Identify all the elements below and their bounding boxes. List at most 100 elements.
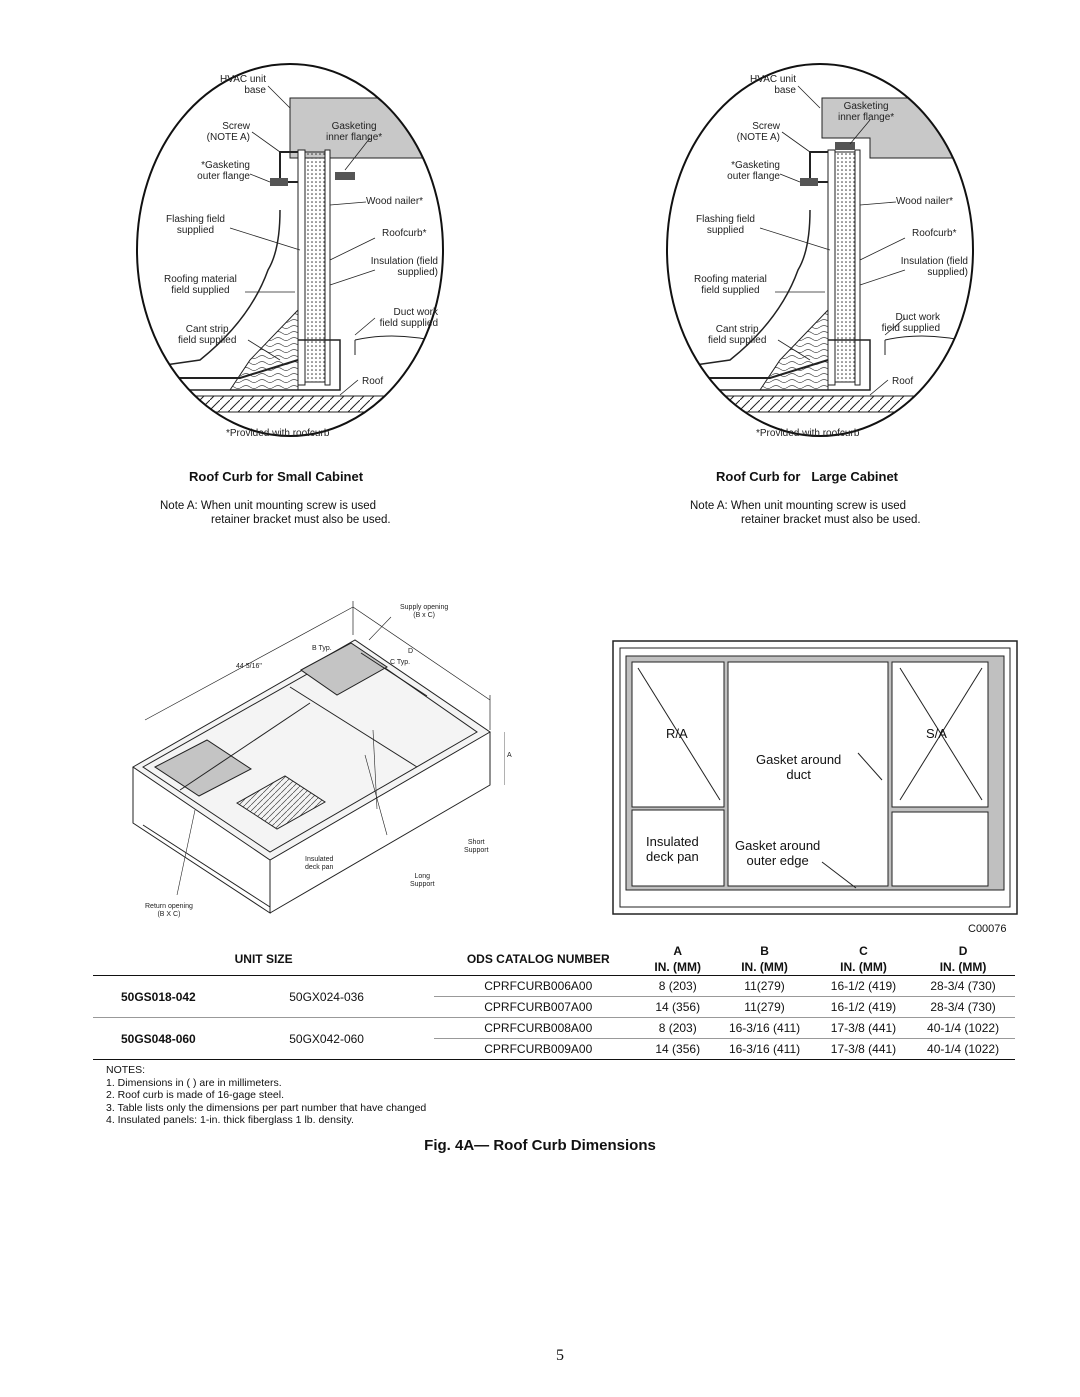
notes-heading: NOTES:: [106, 1064, 146, 1076]
header-a-units: IN. (MM): [642, 959, 714, 976]
detail-small-note-2: retainer bracket must also be used.: [211, 514, 391, 526]
header-d-units: IN. (MM): [911, 959, 1015, 976]
label-screw: Screw (NOTE A): [736, 121, 780, 143]
c-cell: 16-1/2 (419): [815, 996, 912, 1018]
catalog-cell: CPRFCURB009A00: [434, 1038, 643, 1060]
note-item: 3. Table lists only the dimensions per p…: [106, 1101, 427, 1114]
b-cell: 11(279): [713, 996, 816, 1018]
label-roofcurb: Roofcurb*: [382, 228, 427, 239]
table-row: 50GS048-060 50GX042-060 CPRFCURB008A00 8…: [93, 1017, 1015, 1060]
table-row: 50GS018-042 50GX024-036 CPRFCURB006A00 8…: [93, 975, 1015, 1018]
label-hvac-base: HVAC unit base: [750, 74, 796, 96]
label-gasketing-outer: *Gasketing outer flange: [197, 160, 250, 182]
iso-label-d: D: [408, 648, 414, 655]
plan-label-insulated-deck: Insulated deck pan: [646, 834, 699, 864]
a-cell: 14 (356): [642, 1038, 714, 1060]
d-cell: 40-1/4 (1022): [911, 1038, 1015, 1060]
iso-label-long-support: Long Support: [410, 873, 435, 888]
iso-label-return-opening: Return opening (B X C): [145, 903, 193, 918]
iso-label-insulated-deck: Insulated deck pan: [305, 856, 334, 871]
figure-code: C00076: [968, 923, 1007, 935]
label-flashing: Flashing field supplied: [696, 214, 755, 236]
c-cell: 17-3/8 (441): [815, 1017, 912, 1039]
roof-curb-dimensions-table: UNIT SIZE ODS CATALOG NUMBER A B C D IN.…: [93, 943, 1015, 1060]
unit-size-cell: 50GS048-060: [93, 1017, 286, 1060]
label-cant-strip: Cant strip field supplied: [708, 324, 767, 346]
a-cell: 8 (203): [642, 1017, 714, 1039]
note-item: 4. Insulated panels: 1-in. thick fibergl…: [106, 1114, 354, 1126]
label-roof: Roof: [892, 376, 914, 387]
detail-large-drawing: [666, 63, 974, 437]
header-d: D: [958, 944, 968, 958]
plan-label-sa: S/A: [926, 726, 947, 741]
table-header-row: UNIT SIZE ODS CATALOG NUMBER A B C D: [93, 943, 1015, 976]
b-cell: 16-3/16 (411): [713, 1017, 816, 1039]
c-cell: 16-1/2 (419): [815, 975, 912, 997]
catalog-cell: CPRFCURB008A00: [434, 1017, 643, 1039]
header-unit-size: UNIT SIZE: [93, 943, 435, 976]
iso-label-b-typ: B Typ.: [312, 645, 332, 652]
figure-caption: Fig. 4A— Roof Curb Dimensions: [424, 1137, 656, 1154]
unit-size-cell: 50GS018-042: [93, 975, 286, 1018]
detail-small-drawing: [136, 63, 444, 437]
a-cell: 14 (356): [642, 996, 714, 1018]
header-c: C: [859, 944, 868, 958]
label-insulation: Insulation (field supplied): [900, 256, 968, 278]
label-roofcurb: Roofcurb*: [912, 228, 957, 239]
note-item: 1. Dimensions in ( ) are in millimeters.: [106, 1076, 282, 1089]
label-gasketing-inner: Gasketing inner flange*: [326, 121, 383, 143]
header-b: B: [760, 944, 769, 958]
label-screw: Screw (NOTE A): [206, 121, 250, 143]
a-cell: 8 (203): [642, 975, 714, 997]
table-row: CPRFCURB009A00 14 (356) 16-3/16 (411) 17…: [93, 1038, 1015, 1060]
notes: NOTES: 1. Dimensions in ( ) are in milli…: [106, 1064, 426, 1127]
label-hvac-base: HVAC unit base: [220, 74, 266, 96]
plan-view-drawing: [612, 640, 1018, 915]
iso-label-supply-opening: Supply opening (B x C): [400, 604, 449, 619]
catalog-cell: CPRFCURB006A00: [434, 975, 643, 997]
isometric-curb-drawing: [132, 601, 505, 914]
header-b-units: IN. (MM): [713, 959, 816, 976]
d-cell: 28-3/4 (730): [911, 996, 1015, 1018]
label-roofing: Roofing material field supplied: [694, 274, 767, 296]
label-roofing: Roofing material field supplied: [164, 274, 237, 296]
iso-label-44: 44 5/16": [236, 663, 262, 670]
header-ods-catalog: ODS CATALOG NUMBER: [434, 943, 643, 976]
catalog-cell: CPRFCURB007A00: [434, 996, 643, 1018]
page-number: 5: [556, 1347, 564, 1364]
label-ductwork: Duct work field supplied: [379, 307, 438, 329]
plan-label-gasket-duct: Gasket around duct: [756, 752, 842, 782]
alt-unit-cell: 50GX042-060: [285, 1017, 435, 1060]
d-cell: 40-1/4 (1022): [911, 1017, 1015, 1039]
label-wood-nailer: Wood nailer*: [896, 196, 954, 207]
label-wood-nailer: Wood nailer*: [366, 196, 424, 207]
label-flashing: Flashing field supplied: [166, 214, 225, 236]
detail-small-title: Roof Curb for Small Cabinet: [189, 469, 364, 484]
c-cell: 17-3/8 (441): [815, 1038, 912, 1060]
b-cell: 16-3/16 (411): [713, 1038, 816, 1060]
plan-label-ra: R/A: [666, 726, 688, 741]
label-provided: *Provided with roofcurb: [756, 428, 860, 439]
detail-small-note-1: Note A: When unit mounting screw is used: [160, 500, 377, 512]
plan-label-gasket-edge: Gasket around outer edge: [735, 838, 821, 868]
label-gasketing-inner: Gasketing inner flange*: [838, 101, 895, 123]
iso-label-c-typ: C Typ.: [390, 659, 411, 666]
iso-label-short-support: Short Support: [464, 839, 489, 854]
detail-large-note-1: Note A: When unit mounting screw is used: [690, 500, 907, 512]
label-roof: Roof: [362, 376, 384, 387]
label-insulation: Insulation (field supplied): [370, 256, 438, 278]
table-row: CPRFCURB007A00 14 (356) 11(279) 16-1/2 (…: [93, 996, 1015, 1018]
label-provided: *Provided with roofcurb: [226, 428, 330, 439]
label-ductwork: Duct work field supplied: [881, 312, 940, 334]
header-a: A: [673, 944, 683, 958]
detail-large-title: Roof Curb for Large Cabinet: [716, 469, 898, 484]
table-units-row: IN. (MM) IN. (MM) IN. (MM) IN. (MM): [93, 959, 1015, 976]
alt-unit-cell: 50GX024-036: [285, 975, 435, 1018]
d-cell: 28-3/4 (730): [911, 975, 1015, 997]
detail-large-note-2: retainer bracket must also be used.: [741, 514, 921, 526]
label-cant-strip: Cant strip field supplied: [178, 324, 237, 346]
note-item: 2. Roof curb is made of 16-gage steel.: [106, 1089, 285, 1101]
label-gasketing-outer: *Gasketing outer flange: [727, 160, 780, 182]
iso-label-a: A: [507, 752, 512, 759]
b-cell: 11(279): [713, 975, 816, 997]
